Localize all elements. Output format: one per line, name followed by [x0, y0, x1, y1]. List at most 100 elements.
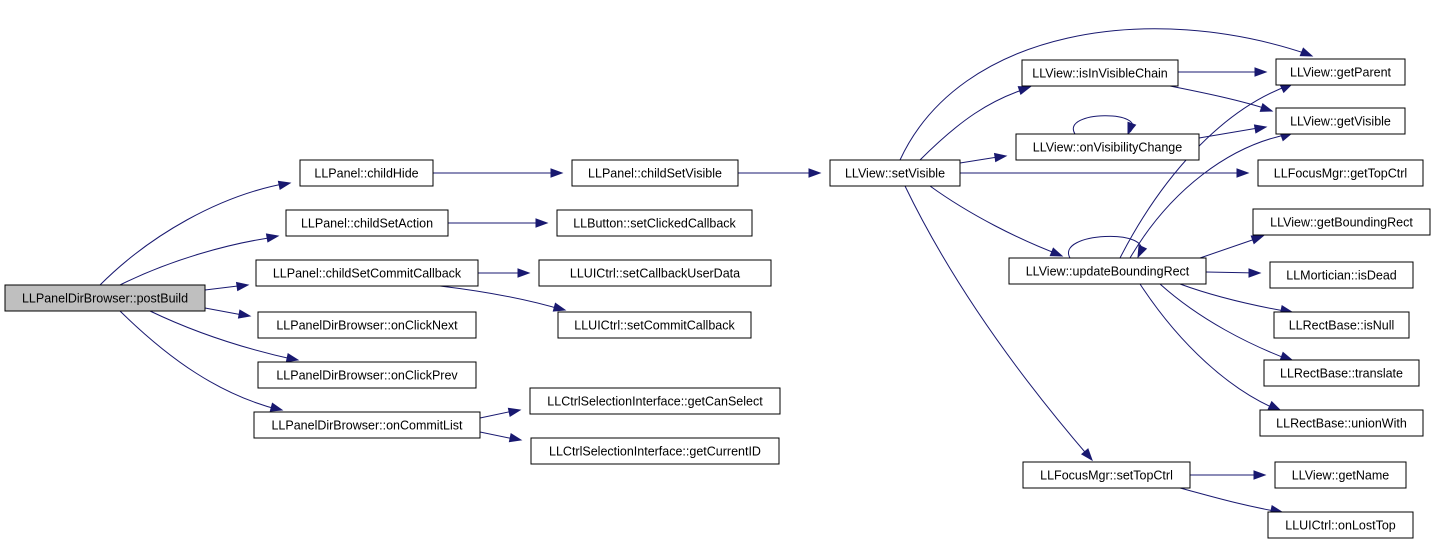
node-label: LLCtrlSelectionInterface::getCurrentID — [549, 445, 761, 459]
edge-arrowhead — [1049, 247, 1064, 257]
node-label: LLFocusMgr::getTopCtrl — [1274, 167, 1407, 181]
node-label: LLPanel::childHide — [314, 167, 418, 181]
node-box[interactable] — [1021, 59, 1179, 87]
node-unionWith[interactable]: LLRectBase::unionWith — [1259, 409, 1424, 437]
node-postBuild[interactable]: LLPanelDirBrowser::postBuild — [4, 284, 206, 312]
node-box[interactable] — [1273, 311, 1410, 339]
node-box[interactable] — [1259, 409, 1424, 437]
edge-setVisible-to-updateBoundingRect — [929, 185, 1064, 257]
node-translate[interactable]: LLRectBase::translate — [1263, 359, 1420, 387]
node-getName[interactable]: LLView::getName — [1274, 461, 1407, 489]
node-box[interactable] — [1274, 461, 1407, 489]
node-childSetAction[interactable]: LLPanel::childSetAction — [285, 209, 449, 237]
node-setClickedCallback[interactable]: LLButton::setClickedCallback — [556, 209, 753, 237]
node-label: LLRectBase::translate — [1280, 367, 1403, 381]
node-box[interactable] — [530, 437, 780, 465]
edge-isInVisibleChain-to-getVisible — [1169, 85, 1274, 112]
edge-setVisible-to-isInVisibleChain — [919, 86, 1032, 161]
edge-arrowhead — [1127, 121, 1137, 136]
edge-line — [99, 182, 289, 286]
edge-updateBoundingRect-to-translate — [1159, 283, 1294, 361]
node-label: LLView::getName — [1292, 469, 1390, 483]
node-getTopCtrl[interactable]: LLFocusMgr::getTopCtrl — [1257, 159, 1424, 187]
node-box[interactable] — [299, 159, 434, 187]
node-box[interactable] — [557, 311, 752, 339]
node-getBoundingRect[interactable]: LLView::getBoundingRect — [1252, 208, 1431, 236]
edge-line — [899, 28, 1311, 161]
node-setCallbackUserData[interactable]: LLUICtrl::setCallbackUserData — [538, 259, 772, 287]
edge-postBuild-to-childHide — [99, 180, 292, 286]
node-label: LLUICtrl::onLostTop — [1285, 519, 1396, 533]
node-setTopCtrl[interactable]: LLFocusMgr::setTopCtrl — [1022, 461, 1191, 489]
edge-arrowhead — [1017, 86, 1032, 96]
node-label: LLPanel::childSetVisible — [588, 167, 722, 181]
node-box[interactable] — [1275, 58, 1406, 86]
node-box[interactable] — [1263, 359, 1420, 387]
node-updateBoundingRect[interactable]: LLView::updateBoundingRect — [1008, 257, 1207, 285]
edge-arrowhead — [993, 152, 1008, 163]
node-box[interactable] — [285, 209, 449, 237]
node-box[interactable] — [1015, 133, 1200, 161]
node-onClickNext[interactable]: LLPanelDirBrowser::onClickNext — [257, 311, 477, 339]
node-setCommitCallback[interactable]: LLUICtrl::setCommitCallback — [557, 311, 752, 339]
node-onCommitList[interactable]: LLPanelDirBrowser::onCommitList — [253, 411, 481, 439]
edge-line — [149, 310, 297, 361]
node-box[interactable] — [1008, 257, 1207, 285]
edge-updateBoundingRect-to-updateBoundingRect — [1067, 235, 1148, 259]
node-label: LLView::updateBoundingRect — [1026, 265, 1190, 279]
node-getCurrentID[interactable]: LLCtrlSelectionInterface::getCurrentID — [530, 437, 780, 465]
edge-line — [1159, 283, 1291, 361]
node-label: LLUICtrl::setCallbackUserData — [570, 267, 740, 281]
node-isNull[interactable]: LLRectBase::isNull — [1273, 311, 1410, 339]
node-onLostTop[interactable]: LLUICtrl::onLostTop — [1267, 511, 1414, 539]
node-label: LLFocusMgr::setTopCtrl — [1040, 469, 1173, 483]
node-setVisible[interactable]: LLView::setVisible — [829, 159, 961, 187]
edge-childSetVisible-to-setVisible — [738, 168, 822, 178]
edge-setTopCtrl-to-onLostTop — [1179, 487, 1284, 515]
node-label: LLPanelDirBrowser::onClickPrev — [276, 369, 458, 383]
node-box[interactable] — [1275, 107, 1406, 135]
node-getParent[interactable]: LLView::getParent — [1275, 58, 1406, 86]
node-label: LLButton::setClickedCallback — [573, 217, 736, 231]
node-box[interactable] — [1252, 208, 1431, 236]
edge-line — [1179, 487, 1281, 513]
node-box[interactable] — [255, 259, 479, 287]
node-box[interactable] — [1269, 261, 1414, 289]
node-layer: LLPanelDirBrowser::postBuild LLPanel::chi… — [4, 58, 1431, 539]
node-childSetCommitCallback[interactable]: LLPanel::childSetCommitCallback — [255, 259, 479, 287]
edge-arrowhead — [1253, 470, 1267, 480]
edge-line — [1129, 133, 1291, 259]
edge-onVisibilityChange-to-onVisibilityChange — [1072, 115, 1137, 136]
node-box[interactable] — [538, 259, 772, 287]
node-onVisibilityChange[interactable]: LLView::onVisibilityChange — [1015, 133, 1200, 161]
node-box[interactable] — [1257, 159, 1424, 187]
node-isDead[interactable]: LLMortician::isDead — [1269, 261, 1414, 289]
edge-childSetAction-to-setClickedCallback — [448, 218, 549, 228]
node-box[interactable] — [529, 387, 781, 415]
node-getVisible[interactable]: LLView::getVisible — [1275, 107, 1406, 135]
node-box[interactable] — [257, 311, 477, 339]
edge-line — [1072, 115, 1134, 135]
node-childSetVisible[interactable]: LLPanel::childSetVisible — [571, 159, 739, 187]
node-box[interactable] — [253, 411, 481, 439]
node-box[interactable] — [4, 284, 206, 312]
node-box[interactable] — [1267, 511, 1414, 539]
node-box[interactable] — [556, 209, 753, 237]
node-label: LLPanelDirBrowser::postBuild — [22, 292, 188, 306]
edge-line — [919, 87, 1029, 161]
node-box[interactable] — [571, 159, 739, 187]
edge-line — [929, 185, 1061, 256]
edge-childSetCommitCallback-to-setCallbackUserData — [478, 268, 531, 278]
node-childHide[interactable]: LLPanel::childHide — [299, 159, 434, 187]
edge-updateBoundingRect-to-unionWith — [1139, 283, 1282, 411]
edge-setVisible-to-setTopCtrl — [904, 185, 1093, 462]
node-box[interactable] — [829, 159, 961, 187]
node-box[interactable] — [257, 361, 477, 389]
node-onClickPrev[interactable]: LLPanelDirBrowser::onClickPrev — [257, 361, 477, 389]
edge-line — [1139, 283, 1279, 411]
node-box[interactable] — [1022, 461, 1191, 489]
node-isInVisibleChain[interactable]: LLView::isInVisibleChain — [1021, 59, 1179, 87]
edge-arrowhead — [1248, 268, 1262, 278]
node-getCanSelect[interactable]: LLCtrlSelectionInterface::getCanSelect — [529, 387, 781, 415]
